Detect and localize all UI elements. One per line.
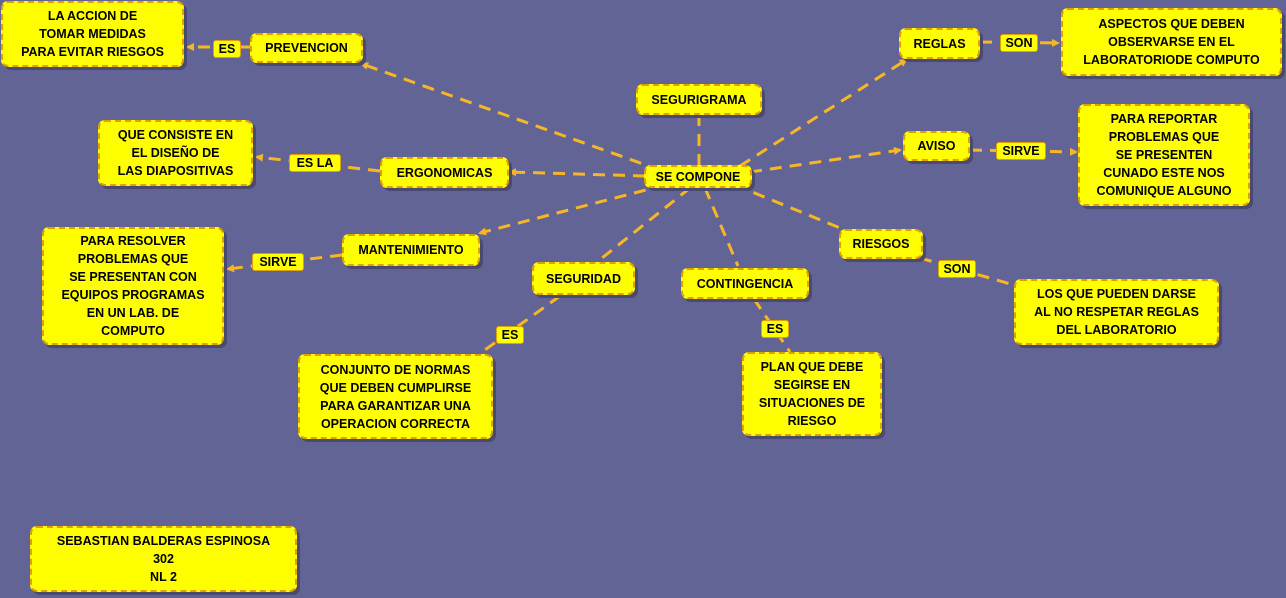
link-contingencia-def <box>752 298 792 353</box>
node-seguridad-definition[interactable]: CONJUNTO DE NORMAS QUE DEBEN CUMPLIRSE P… <box>298 354 493 439</box>
link-reglas-def <box>979 38 1060 47</box>
link-center-mantenimiento <box>478 183 666 236</box>
node-se-compone[interactable]: SE COMPONE <box>644 165 752 188</box>
node-riesgos[interactable]: RIESGOS <box>839 229 923 259</box>
link-label-ergonomicas: ES LA <box>289 154 341 172</box>
node-prevencion[interactable]: PREVENCION <box>250 33 363 63</box>
link-label-mantenimiento: SIRVE <box>252 253 304 271</box>
link-label-riesgos: SON <box>938 260 976 278</box>
node-contingencia[interactable]: CONTINGENCIA <box>681 268 809 299</box>
node-reglas-definition[interactable]: ASPECTOS QUE DEBEN OBSERVARSE EN EL LABO… <box>1061 8 1282 76</box>
node-segurigrama[interactable]: SEGURIGRAMA <box>636 84 762 115</box>
author-box: SEBASTIAN BALDERAS ESPINOSA 302 NL 2 <box>30 526 297 592</box>
node-seguridad[interactable]: SEGURIDAD <box>532 262 635 295</box>
link-center-riesgos <box>734 183 846 232</box>
link-label-seguridad: ES <box>496 326 524 344</box>
link-center-reglas <box>739 58 908 168</box>
node-contingencia-definition[interactable]: PLAN QUE DEBE SEGIRSE EN SITUACIONES DE … <box>742 352 882 436</box>
link-center-contingencia <box>703 187 740 267</box>
link-center-aviso <box>749 146 902 174</box>
node-riesgos-definition[interactable]: LOS QUE PUEDEN DARSE AL NO RESPETAR REGL… <box>1014 279 1219 345</box>
node-aviso-definition[interactable]: PARA REPORTAR PROBLEMAS QUE SE PRESENTEN… <box>1078 104 1250 206</box>
link-label-contingencia: ES <box>761 320 789 338</box>
link-seguridad-def <box>481 294 561 354</box>
node-mantenimiento[interactable]: MANTENIMIENTO <box>342 234 480 266</box>
link-label-aviso: SIRVE <box>996 142 1046 160</box>
node-ergonomicas-definition[interactable]: QUE CONSISTE EN EL DISEÑO DE LAS DIAPOSI… <box>98 120 253 186</box>
link-center-seguridad <box>596 186 691 264</box>
node-reglas[interactable]: REGLAS <box>899 28 980 59</box>
link-aviso-def <box>969 147 1078 156</box>
link-center-prevencion <box>360 62 661 172</box>
link-label-prevencion: ES <box>213 40 241 58</box>
node-mantenimiento-definition[interactable]: PARA RESOLVER PROBLEMAS QUE SE PRESENTAN… <box>42 227 224 345</box>
node-aviso[interactable]: AVISO <box>903 131 970 161</box>
node-prevencion-definition[interactable]: LA ACCION DE TOMAR MEDIDAS PARA EVITAR R… <box>1 1 184 67</box>
node-ergonomicas[interactable]: ERGONOMICAS <box>380 157 509 188</box>
link-center-ergonomicas <box>508 168 646 178</box>
link-label-reglas: SON <box>1000 34 1038 52</box>
